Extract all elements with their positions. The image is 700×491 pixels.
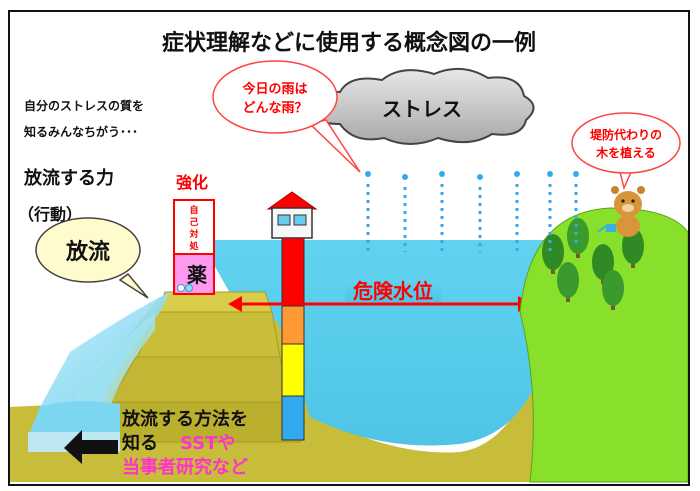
self-coping-char: 己 xyxy=(189,217,198,228)
cloud-text: ストレス xyxy=(382,97,462,121)
tree-icon xyxy=(542,234,564,274)
watering-can-icon xyxy=(597,224,616,233)
self-coping-text: 自 己 対 処 xyxy=(188,204,199,252)
note-line-1: 自分のストレスの質を xyxy=(24,98,144,113)
rain xyxy=(365,171,579,252)
rain-callout: 今日の雨は どんな雨？ xyxy=(212,60,361,173)
bear-icon xyxy=(611,186,645,237)
trees xyxy=(542,218,644,310)
outlet-arrow xyxy=(64,430,118,464)
rain-callout-line-1: 今日の雨は xyxy=(241,81,307,97)
tower-window-icon xyxy=(293,214,307,226)
tree-icon xyxy=(592,244,614,284)
dam-steps xyxy=(79,291,301,443)
danger-level-label-bg xyxy=(345,280,441,302)
tree-icon xyxy=(622,228,644,268)
discharge-power-label: 放流する力 xyxy=(23,167,114,189)
diagram-title: 症状理解などに使用する概念図の一例 xyxy=(162,30,536,56)
self-coping-char: 自 xyxy=(189,204,198,216)
discharge-bubble-text: 放流 xyxy=(65,239,110,265)
tree-icon xyxy=(567,218,589,258)
method-line-2b: SSTや xyxy=(180,433,235,454)
self-coping-box xyxy=(173,199,215,255)
level-gauge-tower xyxy=(266,191,318,441)
diagram-frame: 症状理解などに使用する概念図の一例 自分のストレスの質を 知るみんなちがう･･･… xyxy=(8,10,690,486)
diagram-canvas: 症状理解などに使用する概念図の一例 自分のストレスの質を 知るみんなちがう･･･… xyxy=(10,30,688,483)
trees-callout-line-1: 堤防代わりの xyxy=(590,127,662,142)
method-text: 放流する方法を 知る SSTや 当事者研究など xyxy=(121,408,248,478)
strengthen-label: 強化 xyxy=(176,173,208,192)
self-coping-char: 処 xyxy=(188,240,199,252)
discharge-bubble: 放流 xyxy=(35,217,149,299)
tree-icon xyxy=(602,270,624,310)
trees-callout-line-2: 木を植える xyxy=(595,145,656,160)
action-label: （行動） xyxy=(18,205,82,224)
rain-callout-line-2: どんな雨？ xyxy=(242,101,307,116)
tower-roof xyxy=(266,191,318,210)
pills-icon xyxy=(177,284,193,292)
note-line-2: 知るみんなちがう･･･ xyxy=(23,124,138,139)
medicine-label: 薬 xyxy=(187,263,207,287)
self-coping-char: 対 xyxy=(188,228,198,240)
tower-window-icon xyxy=(277,214,291,226)
method-line-1: 放流する方法を xyxy=(121,408,248,430)
tree-icon xyxy=(557,262,579,302)
trees-callout: 堤防代わりの 木を植える xyxy=(571,112,681,191)
danger-level-label: 危険水位 xyxy=(353,279,433,303)
method-line-3: 当事者研究など xyxy=(122,456,248,478)
stress-cloud: ストレス xyxy=(312,67,535,145)
method-line-2a: 知る xyxy=(122,432,158,454)
